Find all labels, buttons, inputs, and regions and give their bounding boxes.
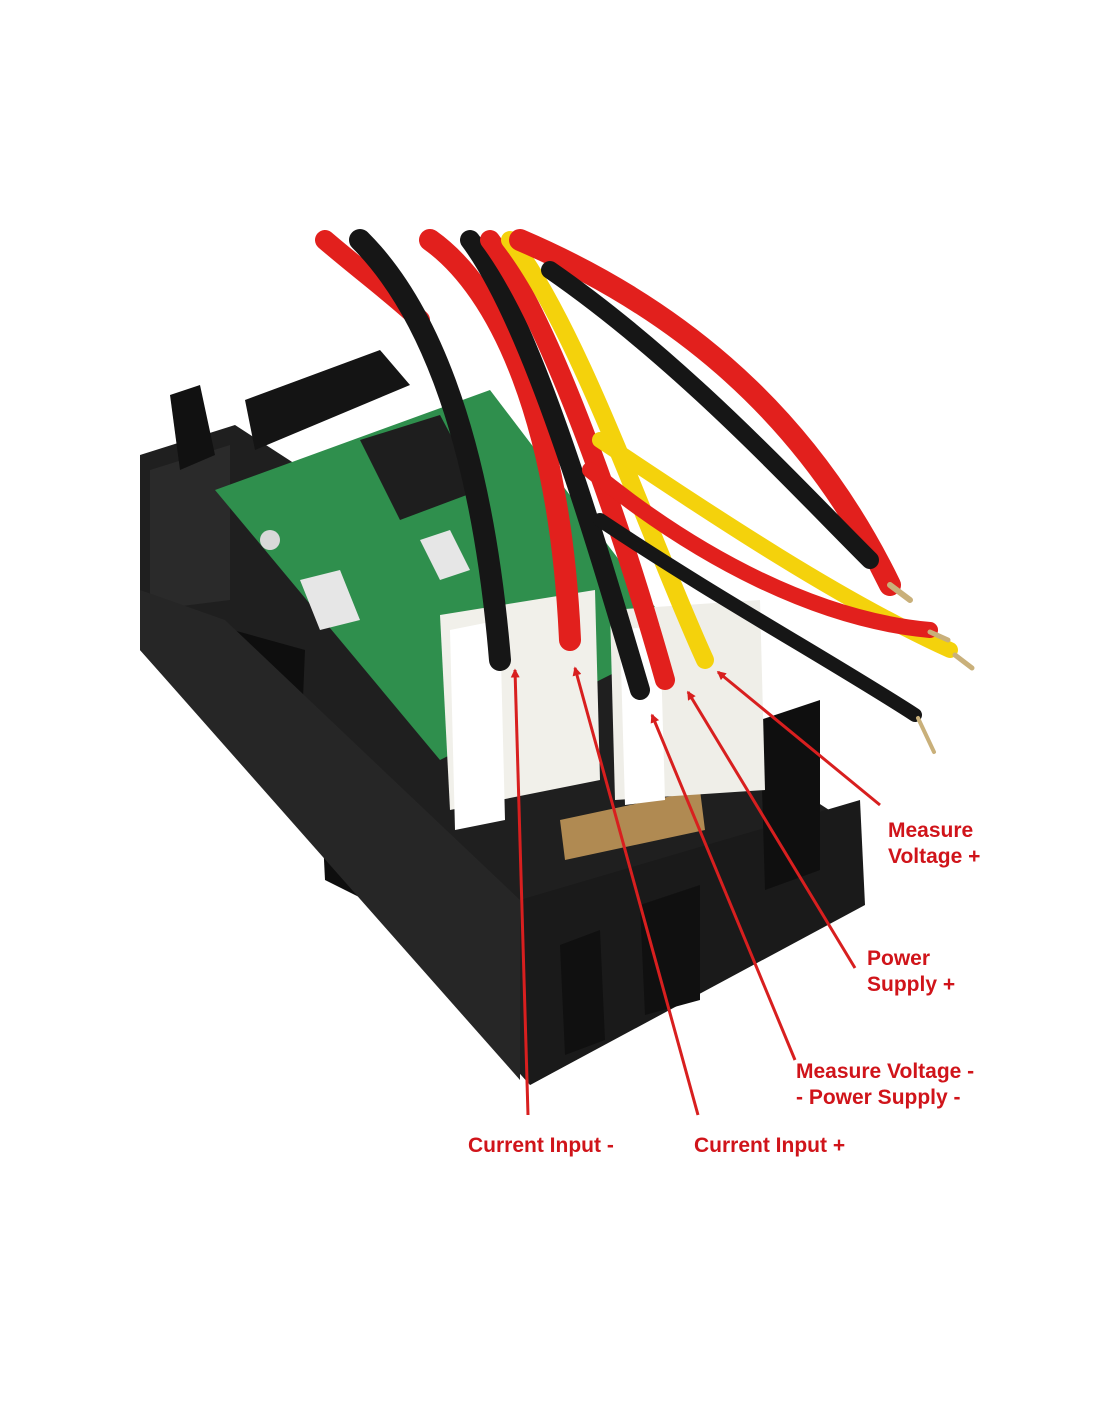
arrow-measure-voltage-minus [650, 713, 797, 1061]
label-line: Power [867, 947, 931, 970]
label-line: Current Input - [468, 1134, 614, 1157]
arrow-current-input-minus [510, 668, 530, 1116]
label-line: Supply + [867, 973, 956, 996]
label-line: Measure Voltage - [796, 1060, 975, 1083]
callout-arrows [510, 666, 881, 1116]
label-measure-voltage-plus: Measure Voltage + [888, 818, 980, 870]
wire-bundle [315, 229, 975, 754]
label-current-input-minus: Current Input - [468, 1133, 614, 1159]
label-current-input-plus: Current Input + [694, 1133, 845, 1159]
label-line: Voltage + [888, 845, 981, 868]
label-power-supply-plus: Power Supply + [867, 946, 955, 998]
label-measure-voltage-minus-power-supply-minus: Measure Voltage - - Power Supply - [796, 1059, 974, 1111]
arrow-current-input-plus [572, 666, 700, 1116]
arrow-power-supply-plus [686, 690, 857, 969]
label-line: Measure [888, 819, 974, 842]
label-line: - Power Supply - [796, 1086, 961, 1109]
label-line: Current Input + [694, 1134, 846, 1157]
arrow-measure-voltage-plus [716, 670, 881, 807]
